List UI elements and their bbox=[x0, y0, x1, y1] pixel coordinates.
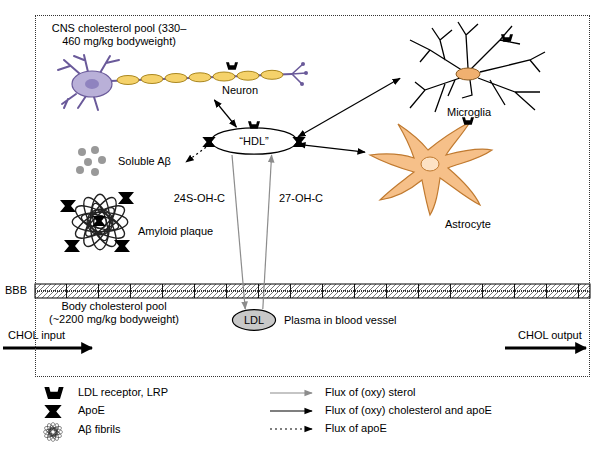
node-label: “HDL” bbox=[239, 135, 268, 148]
legend-sample bbox=[268, 405, 316, 427]
free-label: Plasma in blood vessel bbox=[284, 314, 397, 327]
free-label: CHOL output bbox=[518, 329, 582, 342]
chol-output-arrow bbox=[505, 347, 586, 350]
edge-label: 27-OH-C bbox=[278, 192, 324, 205]
legend-text: LDL receptor, LRP bbox=[78, 386, 168, 399]
flux-arrow bbox=[232, 155, 245, 309]
node-label: BBB bbox=[5, 284, 27, 297]
legend-text: Flux of (oxy) sterol bbox=[325, 386, 415, 399]
node-label: Soluble Aβ bbox=[118, 155, 171, 168]
microglia-cell: Microglia bbox=[400, 18, 552, 122]
legend-text: ApoE bbox=[78, 404, 105, 417]
node-label: Neuron bbox=[222, 84, 258, 97]
flux-arrow bbox=[214, 100, 236, 127]
legend-text: Flux of apoE bbox=[325, 422, 387, 435]
node-label: Astrocyte bbox=[445, 218, 491, 231]
neuron-drawing bbox=[58, 55, 308, 110]
body-region: Body cholesterol pool (~2200 mg/kg bodyw… bbox=[35, 291, 590, 377]
plaque-drawing bbox=[60, 192, 134, 252]
hdl-particle: “HDL” bbox=[210, 127, 298, 155]
legend-text: Aβ fibrils bbox=[78, 423, 120, 436]
microglia-drawing bbox=[410, 22, 545, 112]
soluble-abeta: Soluble Aβ bbox=[70, 144, 186, 180]
neuron-cell: Neuron bbox=[60, 50, 305, 100]
legend-text: Flux of (oxy) cholesterol and apoE bbox=[325, 404, 492, 417]
free-label: CHOL input bbox=[8, 329, 65, 342]
node-label: Body cholesterol pool (~2200 mg/kg bodyw… bbox=[44, 300, 184, 326]
chol-input-arrow bbox=[3, 347, 92, 350]
abeta-dots bbox=[76, 146, 106, 176]
flux-arrow bbox=[263, 155, 272, 309]
node-label: Amyloid plaque bbox=[138, 225, 213, 238]
cns-region: CNS cholesterol pool (330–460 mg/kg body… bbox=[35, 15, 590, 291]
legend-sample bbox=[268, 387, 316, 409]
node-label: CNS cholesterol pool (330–460 mg/kg body… bbox=[44, 22, 194, 48]
edge-label: 24S-OH-C bbox=[173, 192, 226, 205]
flux-arrow bbox=[298, 78, 400, 136]
node-label: LDL bbox=[244, 314, 264, 327]
ldl-particle: LDL bbox=[232, 309, 276, 331]
flux-arrow bbox=[298, 144, 365, 152]
node-label: Microglia bbox=[447, 106, 491, 119]
astrocyte-cell: Astrocyte bbox=[365, 118, 497, 232]
astrocyte-drawing bbox=[370, 117, 492, 215]
legend-sample bbox=[268, 423, 316, 445]
flux-arrow bbox=[186, 144, 210, 162]
